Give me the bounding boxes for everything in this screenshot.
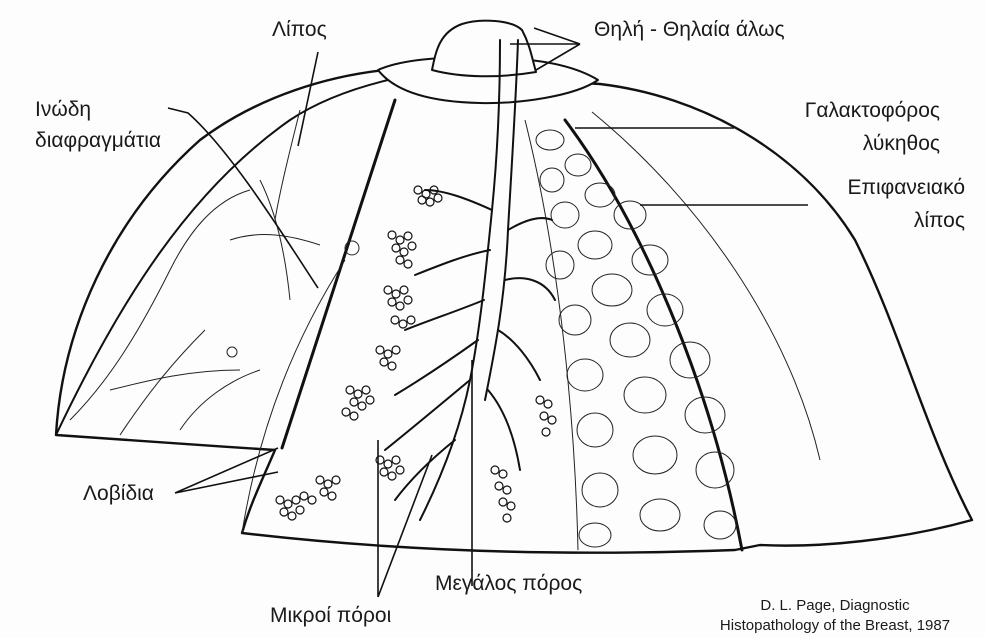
leader-lines [168,28,808,597]
label-fibrous-septa-line1: Ινώδη [35,96,91,123]
label-fat: Λίπος [272,16,327,43]
lobule-clusters [276,186,556,522]
duct-system [385,40,555,520]
credit-line1: D. L. Page, Diagnostic [700,596,970,615]
label-large-duct: Μεγάλος πόρος [435,570,582,597]
label-lobules: Λοβίδια [83,480,154,507]
credit-line2: Histopathology of the Breast, 1987 [700,616,970,635]
label-superficial-fat-line2: λίπος [760,207,965,234]
nipple-areola [378,21,598,103]
label-superficial-fat-line1: Επιφανειακό [760,174,965,201]
label-lactiferous-sinus-line2: λύκηθος [720,130,940,157]
label-nipple-areola: Θηλή - Θηλαία άλως [594,16,785,43]
label-fibrous-septa-line2: διαφραγμάτια [35,127,161,154]
label-lactiferous-sinus-line1: Γαλακτοφόρος [720,97,940,124]
fat-lobules-pattern [536,130,736,547]
label-small-ducts: Μικροί πόροι [270,602,391,629]
